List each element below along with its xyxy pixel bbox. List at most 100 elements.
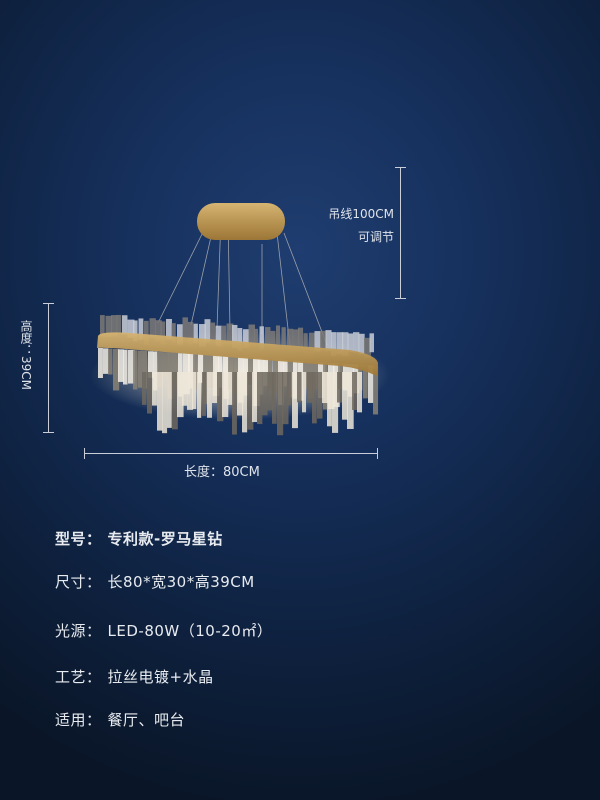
crystal xyxy=(152,372,157,406)
height-label: 高度：39CM xyxy=(19,320,33,391)
crystal xyxy=(215,325,222,347)
crystal xyxy=(265,327,271,346)
crystal xyxy=(336,332,344,355)
crystal xyxy=(232,324,238,349)
crystal xyxy=(158,351,164,388)
crystal xyxy=(143,350,148,389)
spec-label: 光源： xyxy=(55,622,102,640)
dimension-tick xyxy=(43,432,54,433)
crystal xyxy=(327,372,332,427)
spec-value: 拉丝电镀+水晶 xyxy=(107,668,214,686)
crystal xyxy=(342,332,349,357)
crystal xyxy=(188,321,194,345)
crystal xyxy=(208,355,215,389)
crystal xyxy=(173,352,178,385)
crystal xyxy=(270,330,276,352)
length-dimension-line xyxy=(84,453,377,454)
crystal xyxy=(342,372,348,420)
crystal xyxy=(307,372,313,403)
crystal xyxy=(369,333,375,353)
crystal xyxy=(188,353,195,389)
crystal xyxy=(138,350,144,388)
crystal xyxy=(242,372,248,433)
crystal xyxy=(237,372,244,416)
crystal xyxy=(357,372,363,413)
crystal xyxy=(282,372,289,425)
crystal xyxy=(108,348,113,375)
crystal xyxy=(177,324,183,345)
dimension-tick xyxy=(43,303,54,304)
crystal xyxy=(358,333,365,355)
crystal xyxy=(312,372,317,424)
crystal xyxy=(167,372,172,428)
crystal xyxy=(217,372,224,422)
crystal xyxy=(248,324,255,348)
crystal xyxy=(368,365,374,403)
crystal xyxy=(277,372,284,436)
crystal xyxy=(157,372,163,431)
crystal xyxy=(166,318,172,340)
crystal xyxy=(122,315,128,335)
crystal xyxy=(352,372,359,411)
dimension-tick xyxy=(84,448,85,459)
crystal xyxy=(243,329,250,349)
spec-value: LED-80W（10-20㎡） xyxy=(107,622,273,640)
spec-craft: 工艺： 拉丝电镀+水晶 xyxy=(55,666,214,687)
spec-label: 工艺： xyxy=(55,668,102,686)
spec-size: 尺寸：长80*宽30*高39CM xyxy=(55,571,255,592)
spec-value: 餐厅、吧台 xyxy=(107,711,186,729)
crystal xyxy=(262,372,268,416)
crystal xyxy=(100,315,105,337)
crystal xyxy=(163,352,170,379)
dimension-tick xyxy=(395,298,406,299)
height-dimension-line xyxy=(48,303,49,432)
wire xyxy=(276,232,291,347)
crystal xyxy=(128,349,135,384)
crystal xyxy=(187,372,194,410)
crystal xyxy=(198,354,204,383)
wire xyxy=(157,227,206,324)
wire xyxy=(283,232,328,346)
crystal xyxy=(171,323,176,343)
spec-value: 专利款-罗马星钻 xyxy=(107,530,223,548)
crystal xyxy=(116,314,122,334)
cable-adjustable-label: 可调节 xyxy=(357,230,394,244)
wire xyxy=(190,227,214,326)
crystal xyxy=(118,349,124,382)
spec-usage: 适用： 餐厅、吧台 xyxy=(55,709,185,730)
spec-light-source: 光源： LED-80W（10-20㎡） xyxy=(55,620,272,641)
crystal xyxy=(364,337,371,359)
crystal xyxy=(204,319,211,343)
crystal xyxy=(331,332,337,356)
cable-length-label: 吊线100CM xyxy=(328,207,394,221)
crystal xyxy=(182,317,188,338)
crystal xyxy=(226,323,234,345)
crystal xyxy=(98,348,103,379)
crystal xyxy=(142,372,147,405)
crystal xyxy=(147,372,152,414)
crystal xyxy=(337,372,342,403)
crystal xyxy=(162,372,168,434)
crystal xyxy=(199,324,206,347)
crystal xyxy=(148,351,154,378)
crystal xyxy=(287,372,292,406)
crystal xyxy=(232,372,237,435)
crystal xyxy=(197,372,202,418)
crystal xyxy=(252,372,258,423)
gold-ring-band xyxy=(97,332,378,376)
crystal xyxy=(292,329,300,352)
spec-label: 适用： xyxy=(55,711,102,729)
crystal xyxy=(160,321,166,345)
crystal xyxy=(276,325,281,345)
crystal xyxy=(123,349,128,385)
crystal xyxy=(207,372,212,418)
crystal xyxy=(127,319,135,338)
crystal xyxy=(281,327,286,346)
spec-label: 尺寸： xyxy=(55,573,102,591)
crystal xyxy=(144,320,149,345)
crystal xyxy=(192,372,197,410)
crystal xyxy=(347,372,354,429)
crystal xyxy=(298,327,304,350)
crystal xyxy=(267,372,274,411)
crystal xyxy=(221,325,227,350)
